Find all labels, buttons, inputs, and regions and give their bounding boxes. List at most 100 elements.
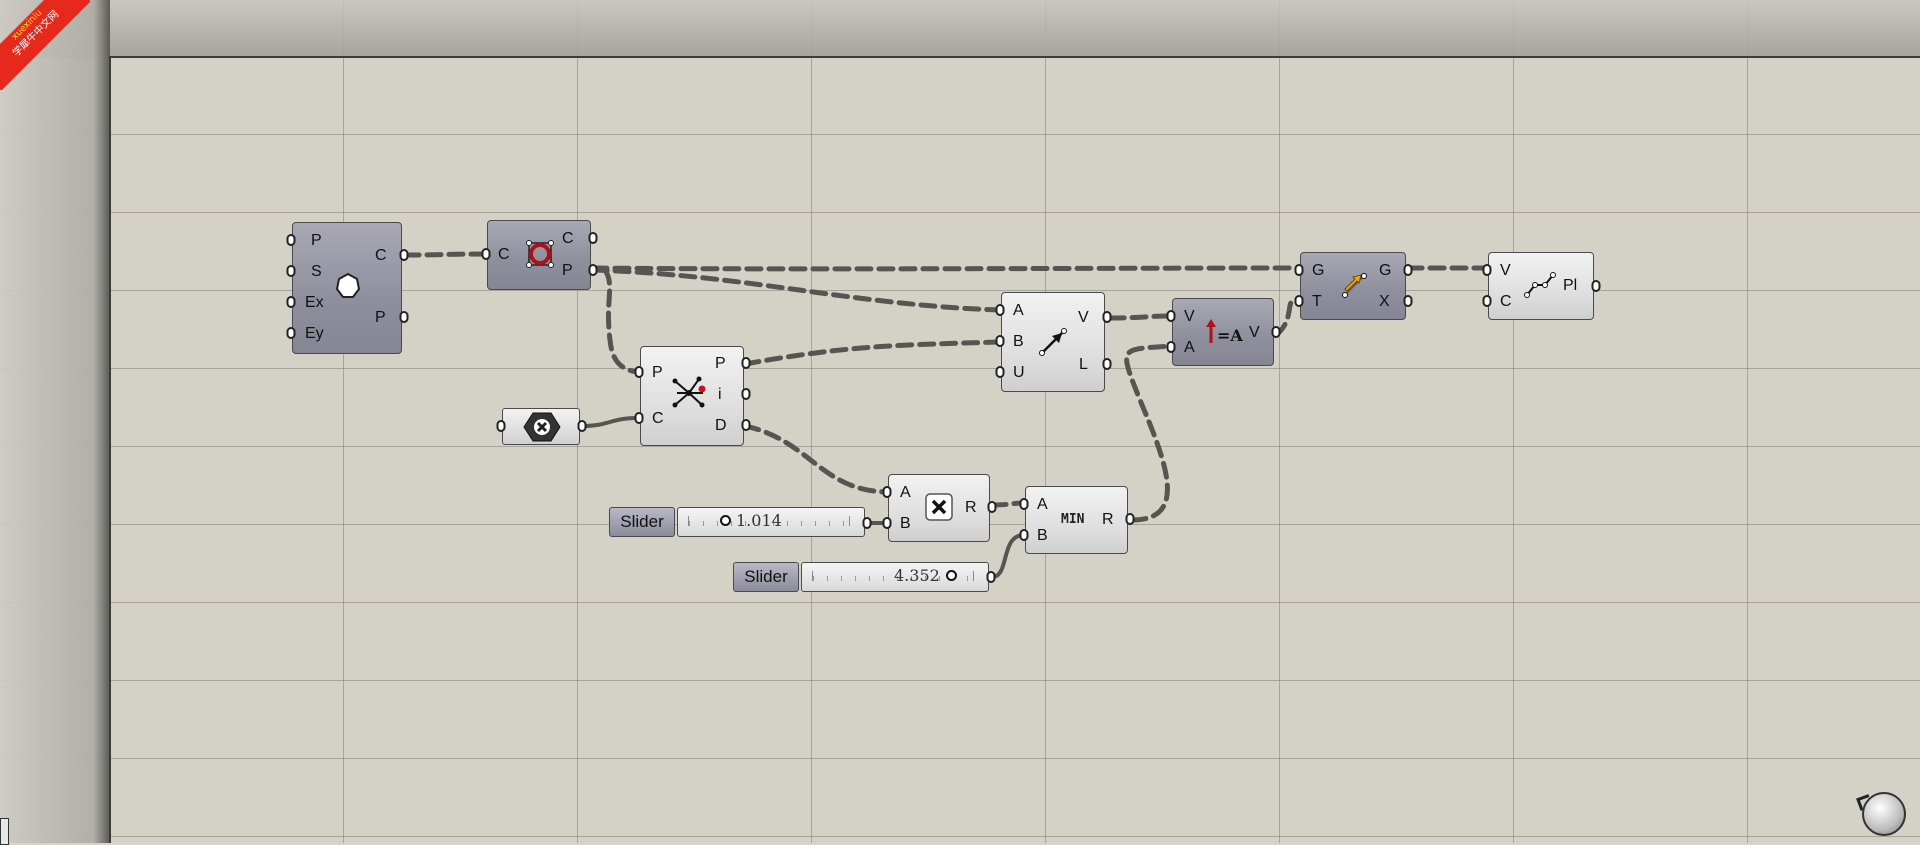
minimum-component[interactable]: A B R MIN <box>1025 486 1128 554</box>
output-g-label: G <box>1379 262 1392 279</box>
grip-amplitude-in-a[interactable] <box>1166 341 1176 353</box>
slider-2-label[interactable]: Slider <box>733 562 799 592</box>
grip-control-points-out-c[interactable] <box>588 232 598 244</box>
wire-points-to-move <box>590 265 1299 272</box>
input-a-label: A <box>1037 496 1048 513</box>
input-c-label: C <box>498 246 510 263</box>
output-r-label: R <box>1102 511 1114 528</box>
grip-curve-param-in[interactable] <box>496 420 506 432</box>
multiplication-component[interactable]: A B R <box>888 474 990 542</box>
grip-vector-in-a[interactable] <box>995 304 1005 316</box>
control-points-icon <box>526 240 554 268</box>
output-pl-label: Pl <box>1563 277 1578 294</box>
output-l-label: L <box>1079 356 1088 373</box>
wire-minimum-to-amplitude <box>1124 343 1173 523</box>
polyline-component[interactable]: V C Pl <box>1488 252 1594 320</box>
wire-slider2-to-minimum <box>990 533 1026 579</box>
grip-polygon-in-ex[interactable] <box>286 296 296 308</box>
grip-vector-out-l[interactable] <box>1102 358 1112 370</box>
slider-1-label[interactable]: Slider <box>609 507 675 537</box>
move-icon <box>1342 273 1367 298</box>
output-p-label: P <box>562 262 573 279</box>
input-v-label: V <box>1500 262 1511 279</box>
grip-polyline-out-pl[interactable] <box>1591 280 1601 292</box>
grip-move-out-g[interactable] <box>1403 264 1413 276</box>
grip-slider-2-out[interactable] <box>986 571 996 583</box>
input-v-label: V <box>1184 308 1195 325</box>
grip-vector-in-u[interactable] <box>995 366 1005 378</box>
vector-2pt-component[interactable]: A B U V L <box>1001 292 1105 392</box>
closest-point-component[interactable]: P C P i D <box>640 346 744 446</box>
svg-text:=A: =A <box>1217 326 1243 345</box>
output-v-label: V <box>1078 309 1089 326</box>
grip-control-points-in-c[interactable] <box>481 248 491 260</box>
slider-2-track[interactable]: 4.352 <box>801 562 989 592</box>
slider-2-knob[interactable] <box>946 570 957 581</box>
grip-multiply-out-r[interactable] <box>987 501 997 513</box>
grip-minimum-in-b[interactable] <box>1019 529 1029 541</box>
grip-closest-in-p[interactable] <box>634 366 644 378</box>
curve-param-component[interactable] <box>502 408 580 445</box>
input-ey-label: Ey <box>305 325 324 342</box>
input-a-label: A <box>900 484 911 501</box>
grip-minimum-in-a[interactable] <box>1019 498 1029 510</box>
grip-closest-out-i[interactable] <box>741 388 751 400</box>
input-p-label: P <box>652 364 663 381</box>
document-bounds <box>109 56 1920 843</box>
grip-slider-1-out[interactable] <box>862 517 872 529</box>
input-p-label: P <box>311 232 322 249</box>
grip-closest-in-c[interactable] <box>634 412 644 424</box>
output-c-label: C <box>562 230 574 247</box>
grip-amplitude-out-v[interactable] <box>1271 326 1281 338</box>
input-t-label: T <box>1312 293 1322 310</box>
polygon-component[interactable]: P S Ex Ey C P <box>292 222 402 354</box>
grip-closest-out-d[interactable] <box>741 419 751 431</box>
grip-polygon-in-s[interactable] <box>286 265 296 277</box>
grip-control-points-out-p[interactable] <box>588 264 598 276</box>
grip-move-out-x[interactable] <box>1403 295 1413 307</box>
input-ex-label: Ex <box>305 294 324 311</box>
amplitude-icon: =A <box>1206 319 1243 345</box>
wire-closest-d-to-multiply <box>742 423 889 495</box>
grip-curve-param-out[interactable] <box>577 420 587 432</box>
canvas-left-shadow <box>0 0 110 843</box>
output-p-label: P <box>375 309 386 326</box>
canvas-navigation-widget[interactable] <box>1862 792 1906 836</box>
input-g-label: G <box>1312 262 1325 279</box>
polyline-icon <box>1524 272 1556 298</box>
slider-1-value: 1.014 <box>736 511 782 530</box>
move-component[interactable]: G T G X <box>1300 252 1406 320</box>
grip-multiply-in-b[interactable] <box>882 517 892 529</box>
slider-1-knob[interactable] <box>720 515 731 526</box>
grip-move-in-t[interactable] <box>1294 295 1304 307</box>
slider-2-value: 4.352 <box>894 566 940 585</box>
wire-vector-to-amplitude <box>1107 313 1173 321</box>
wire-group-dashed <box>402 251 1489 523</box>
control-points-component[interactable]: C C P <box>487 220 591 290</box>
grip-minimum-out-r[interactable] <box>1125 513 1135 525</box>
multiply-icon <box>925 493 953 521</box>
output-d-label: D <box>715 417 727 434</box>
vector-2pt-icon <box>1039 328 1067 356</box>
grip-move-in-g[interactable] <box>1294 264 1304 276</box>
output-i-label: i <box>718 386 722 403</box>
slider-1-track[interactable]: 1.014 <box>677 507 865 537</box>
grip-polygon-out-c[interactable] <box>399 249 409 261</box>
canvas-top-shadow <box>0 0 1920 58</box>
grip-polygon-in-p[interactable] <box>286 234 296 246</box>
grip-closest-out-p[interactable] <box>741 357 751 369</box>
grip-polygon-out-p[interactable] <box>399 311 409 323</box>
amplitude-component[interactable]: V A V =A <box>1172 298 1274 366</box>
input-s-label: S <box>311 263 322 280</box>
grip-amplitude-in-v[interactable] <box>1166 310 1176 322</box>
grip-polyline-in-v[interactable] <box>1482 264 1492 276</box>
grip-vector-out-v[interactable] <box>1102 311 1112 323</box>
left-edge-tab[interactable] <box>0 818 9 845</box>
grip-vector-in-b[interactable] <box>995 335 1005 347</box>
grip-multiply-in-a[interactable] <box>882 486 892 498</box>
grip-polyline-in-c[interactable] <box>1482 295 1492 307</box>
input-a-label: A <box>1013 302 1024 319</box>
grip-polygon-in-ey[interactable] <box>286 327 296 339</box>
